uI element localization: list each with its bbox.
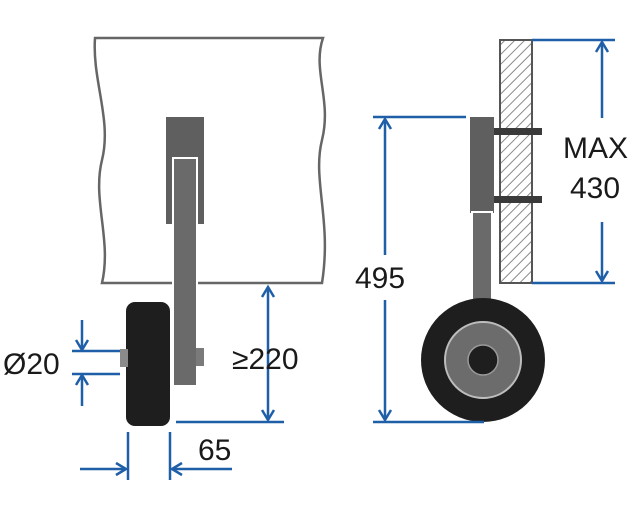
wheel-side-axle (467, 344, 499, 376)
axle-nub (196, 348, 204, 366)
clearance-dimension (176, 284, 284, 424)
overall-height-label: 495 (355, 262, 405, 295)
overall-height-dimension (373, 115, 484, 424)
clearance-label: ≥220 (232, 343, 299, 376)
wheel-width-label: 65 (198, 434, 231, 467)
wheel-leg (172, 157, 198, 387)
transom-section (499, 39, 533, 284)
max-transom-dimension (532, 38, 615, 285)
front-view: Ø20 ≥220 65 (3, 36, 327, 480)
max-label: MAX (563, 132, 628, 165)
shaft-stub (120, 349, 128, 367)
clamp-bar-lower (494, 196, 542, 203)
shaft-diameter-dimension (72, 320, 120, 406)
side-leg (471, 211, 493, 313)
side-bracket (468, 115, 496, 215)
side-view: 495 MAX 430 (355, 38, 628, 424)
max-value-label: 430 (570, 172, 620, 205)
wheel-front (126, 302, 170, 426)
clamp-bar-upper (494, 128, 542, 135)
wheel-width-dimension (80, 432, 232, 480)
shaft-diameter-label: Ø20 (3, 348, 60, 381)
transom-board (93, 36, 327, 285)
